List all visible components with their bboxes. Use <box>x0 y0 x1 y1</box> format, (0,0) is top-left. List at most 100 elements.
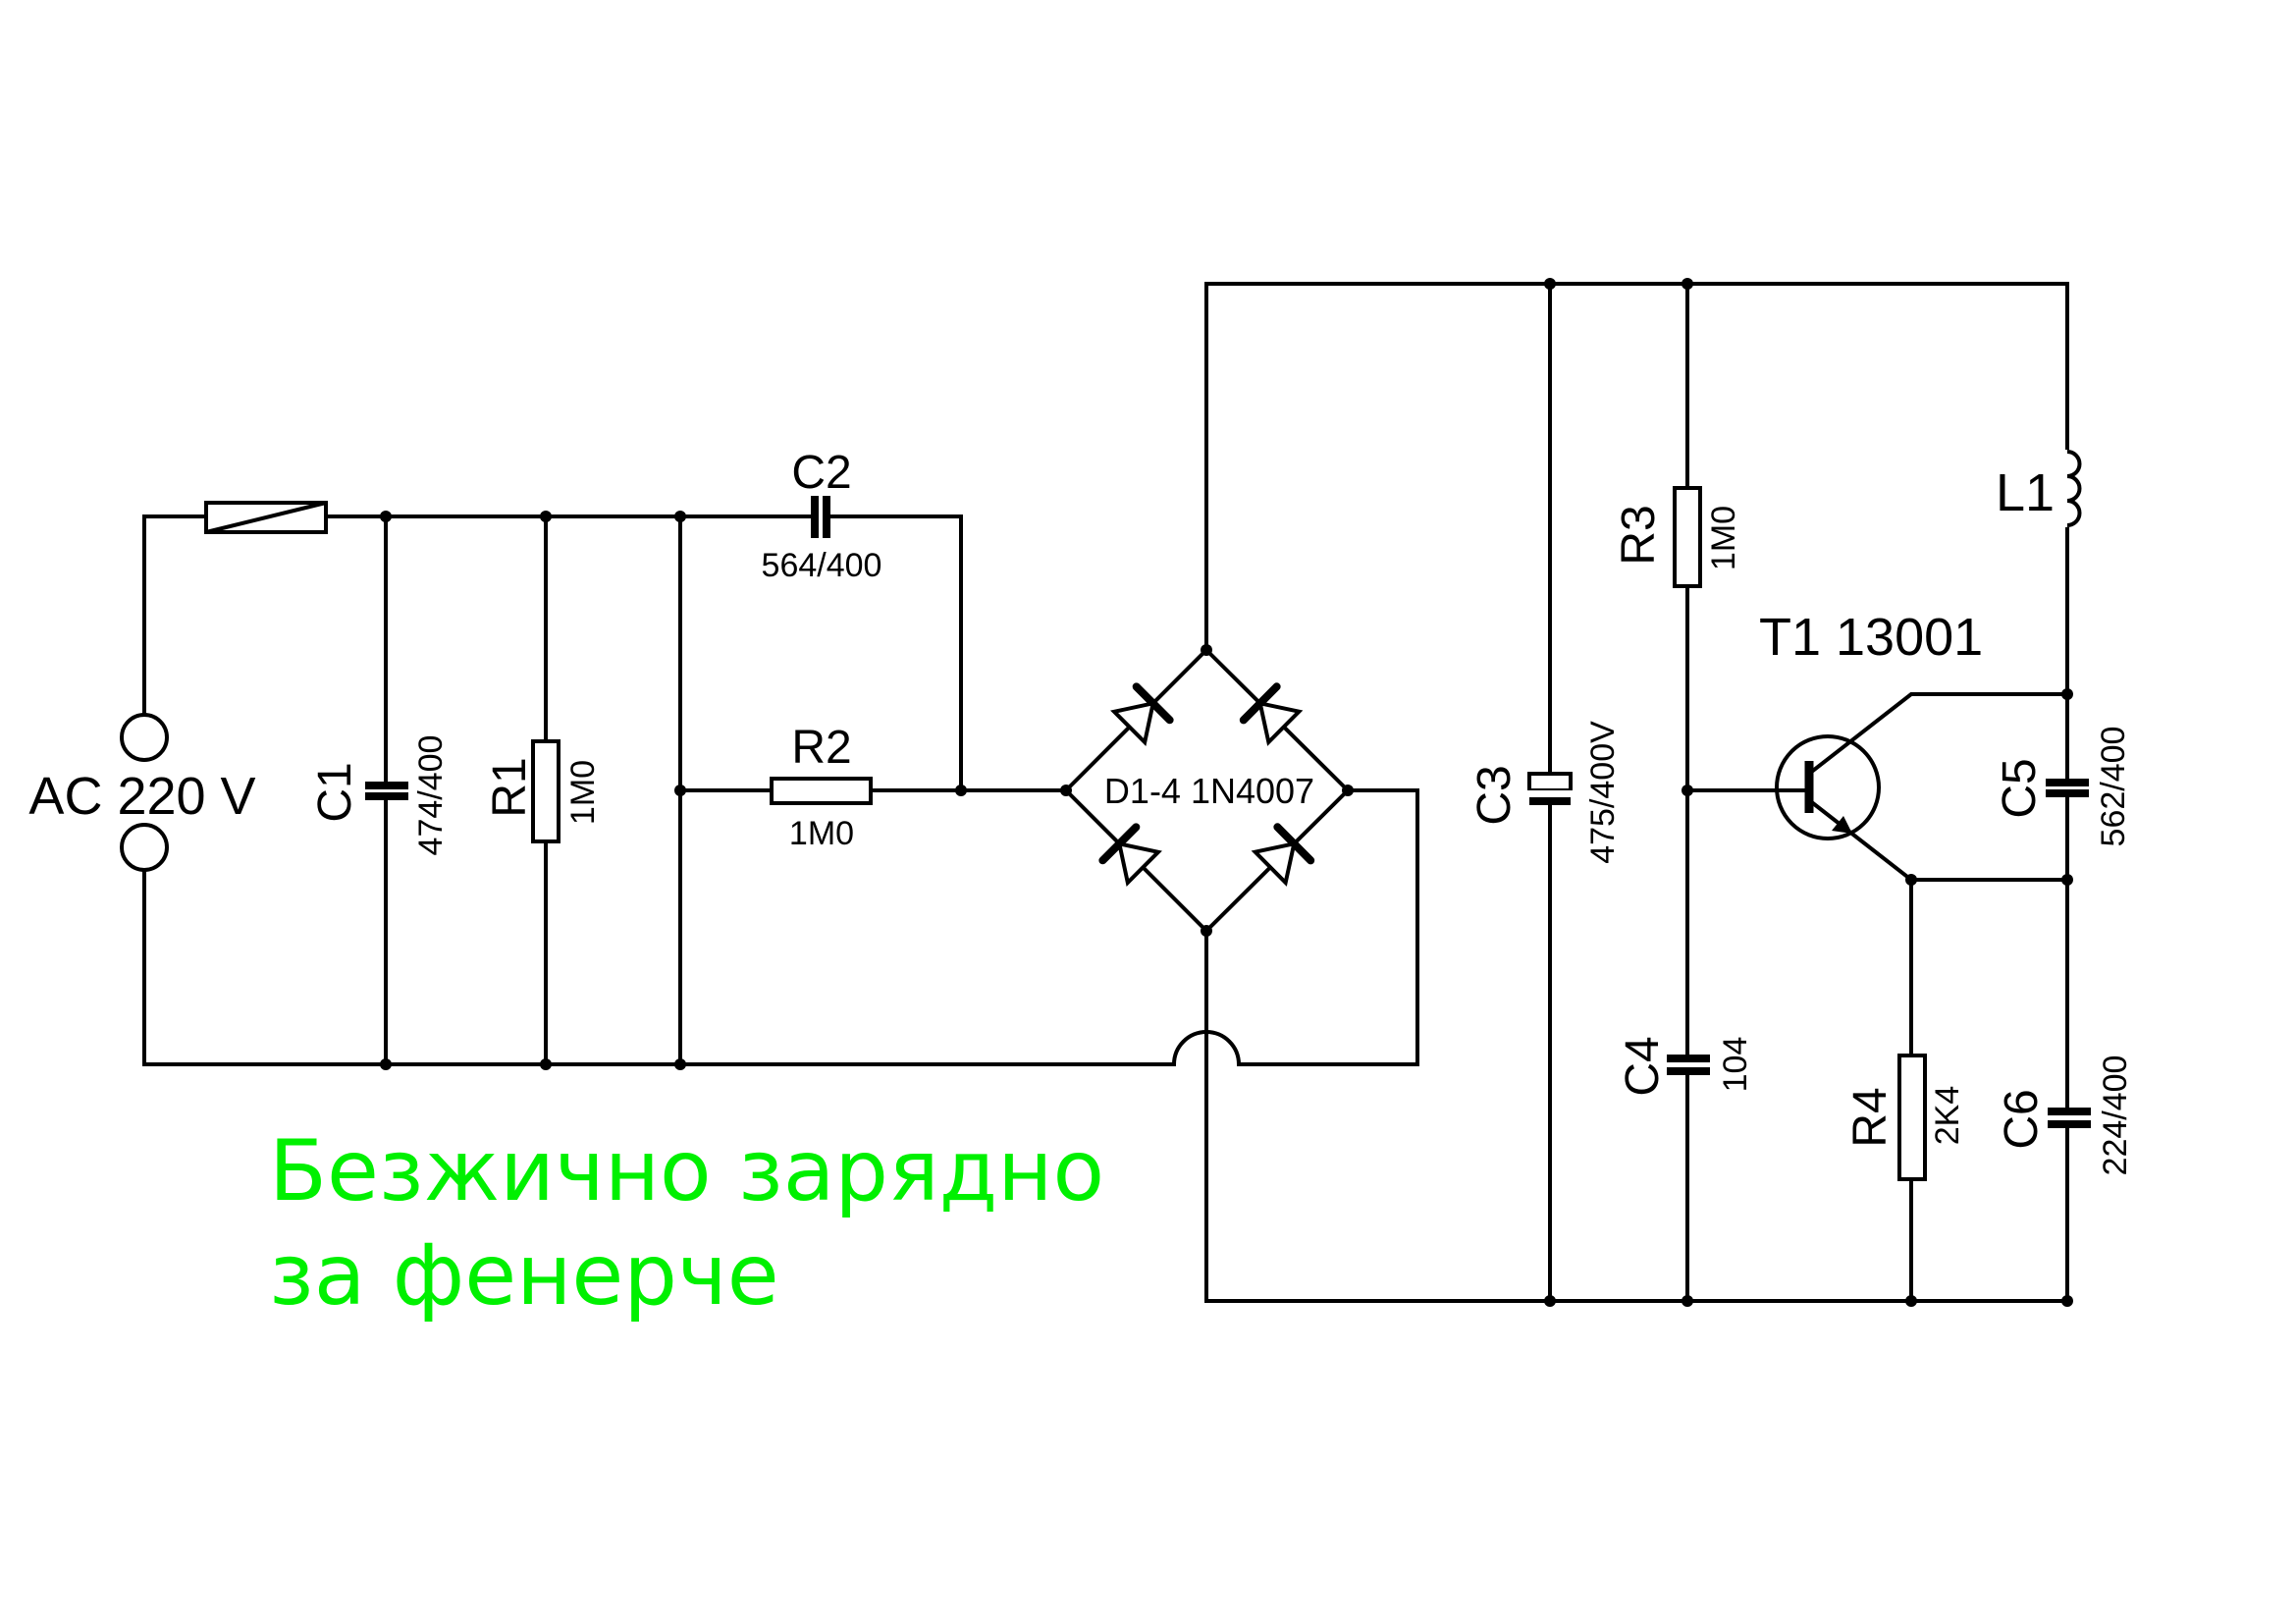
diode-anode-triangle <box>1251 840 1297 887</box>
fuse <box>204 501 328 534</box>
wire-bottom-rail-right <box>1204 523 2069 1303</box>
r2-ref-label: R2 <box>791 722 851 774</box>
l1-ref-label: L1 <box>1996 463 2055 522</box>
junction-dot <box>1201 644 1212 656</box>
transistor-t1: T1 13001 <box>1759 608 1983 840</box>
inductor-l1: L1 <box>1996 450 2082 527</box>
c4-ref-label: C4 <box>1617 1036 1669 1096</box>
r2-body-icon <box>770 777 873 805</box>
t1-emitter-arrow-icon <box>1832 816 1852 834</box>
output-wires <box>1204 282 2069 1303</box>
wire-bottom-rail-left <box>142 868 1176 1066</box>
junction-dot <box>1905 1295 1917 1307</box>
junction-dot <box>1682 278 1693 290</box>
junction-dot <box>674 1058 686 1070</box>
junction-dot <box>1201 925 1212 937</box>
diode-cathode-bar <box>1273 823 1315 865</box>
c1-value-label: 474/400 <box>412 735 450 856</box>
fuse-element-icon <box>205 501 327 534</box>
diode-d2-icon <box>1239 682 1304 746</box>
junction-dot <box>1905 874 1917 886</box>
junction-dot <box>955 785 967 796</box>
junction-dot <box>380 1058 392 1070</box>
c1-ref-label: C1 <box>309 762 361 822</box>
c3-ref-label: C3 <box>1468 765 1521 825</box>
junction-dot <box>1544 1295 1556 1307</box>
diode-cathode-bar <box>1239 682 1281 725</box>
c3-value-label: 475/400V <box>1584 721 1622 864</box>
wire-top-rail-right <box>1204 282 2069 652</box>
diode-anode-triangle <box>1116 840 1162 887</box>
c3-positive-plate-icon <box>1527 772 1573 792</box>
resistor-r1: R1 1M0 <box>484 739 602 843</box>
capacitor-c2: C2 564/400 <box>762 447 882 584</box>
diode-anode-triangle <box>1257 700 1304 746</box>
c5-gap <box>2044 784 2091 793</box>
c6-gap <box>2044 1112 2091 1123</box>
capacitor-c3: C3 475/400V <box>1468 721 1622 864</box>
resistor-r4: R4 2K4 <box>1844 1054 1966 1181</box>
title-block: Безжично зарядно за фенерче <box>269 1122 1104 1325</box>
bridge-rectifier: D1-4 1N4007 <box>1063 647 1351 934</box>
c6-value-label: 224/400 <box>2097 1056 2134 1176</box>
r3-value-label: 1M0 <box>1705 506 1742 570</box>
bridge-diodes <box>1098 682 1315 887</box>
diode-cathode-bar <box>1098 823 1141 865</box>
r4-value-label: 2K4 <box>1929 1086 1966 1146</box>
junction-dot <box>2061 1295 2073 1307</box>
c5-ref-label: C5 <box>1994 758 2046 818</box>
ac-source-label: AC 220 V <box>28 767 255 826</box>
capacitor-c5: C5 562/400 <box>1994 727 2132 847</box>
junction-dot <box>380 511 392 522</box>
t1-body-icon <box>1775 734 1881 840</box>
title-line-2: за фенерче <box>269 1226 779 1325</box>
c2-value-label: 564/400 <box>762 547 882 584</box>
r3-ref-label: R3 <box>1613 505 1665 565</box>
resistor-r2: R2 1M0 <box>770 722 873 852</box>
diode-d1-icon <box>1110 682 1174 746</box>
wire-top-rail-left <box>324 514 963 792</box>
r2-value-label: 1M0 <box>789 815 854 852</box>
junction-dot <box>1682 1295 1693 1307</box>
l1-gap <box>2061 450 2073 527</box>
capacitor-c6: C6 224/400 <box>1996 1056 2134 1176</box>
junction-dot <box>540 1058 552 1070</box>
title-line-1: Безжично зарядно <box>269 1122 1104 1220</box>
diode-d4-icon <box>1251 823 1315 887</box>
junction-dot <box>2061 874 2073 886</box>
t1-label: T1 13001 <box>1759 608 1983 667</box>
ac-source: AC 220 V <box>28 713 256 872</box>
wire-collector <box>1806 692 2069 777</box>
ac-terminal-top-icon <box>120 713 169 762</box>
junction-dot <box>540 511 552 522</box>
junction-dots <box>380 278 2073 1307</box>
junction-dot <box>674 511 686 522</box>
capacitor-c1: C1 474/400 <box>309 735 450 856</box>
diode-d3-icon <box>1098 823 1162 887</box>
l1-coil-icon <box>2066 450 2082 527</box>
r1-ref-label: R1 <box>484 757 536 817</box>
junction-dot <box>1544 278 1556 290</box>
junction-dot <box>1342 785 1354 796</box>
junction-dot <box>1682 785 1693 796</box>
capacitor-c4: C4 104 <box>1617 1036 1754 1096</box>
c3-gap <box>1526 790 1574 798</box>
junction-dot <box>1060 785 1072 796</box>
r4-ref-label: R4 <box>1844 1087 1896 1147</box>
c5-value-label: 562/400 <box>2095 727 2132 847</box>
wire-bridge-right-return <box>1237 788 1419 1066</box>
wire-source-top <box>142 514 208 717</box>
c6-ref-label: C6 <box>1996 1089 2048 1149</box>
resistor-r3: R3 1M0 <box>1613 486 1742 588</box>
r1-value-label: 1M0 <box>564 760 602 825</box>
bridge-label: D1-4 1N4007 <box>1104 771 1314 811</box>
junction-dot <box>2061 688 2073 700</box>
r4-body-icon <box>1897 1054 1927 1181</box>
diode-anode-triangle <box>1110 700 1156 746</box>
diode-cathode-bar <box>1132 682 1174 725</box>
c2-ref-label: C2 <box>791 447 851 499</box>
r1-body-icon <box>531 739 561 843</box>
c4-value-label: 104 <box>1717 1037 1754 1093</box>
ac-terminal-bottom-icon <box>120 823 169 872</box>
